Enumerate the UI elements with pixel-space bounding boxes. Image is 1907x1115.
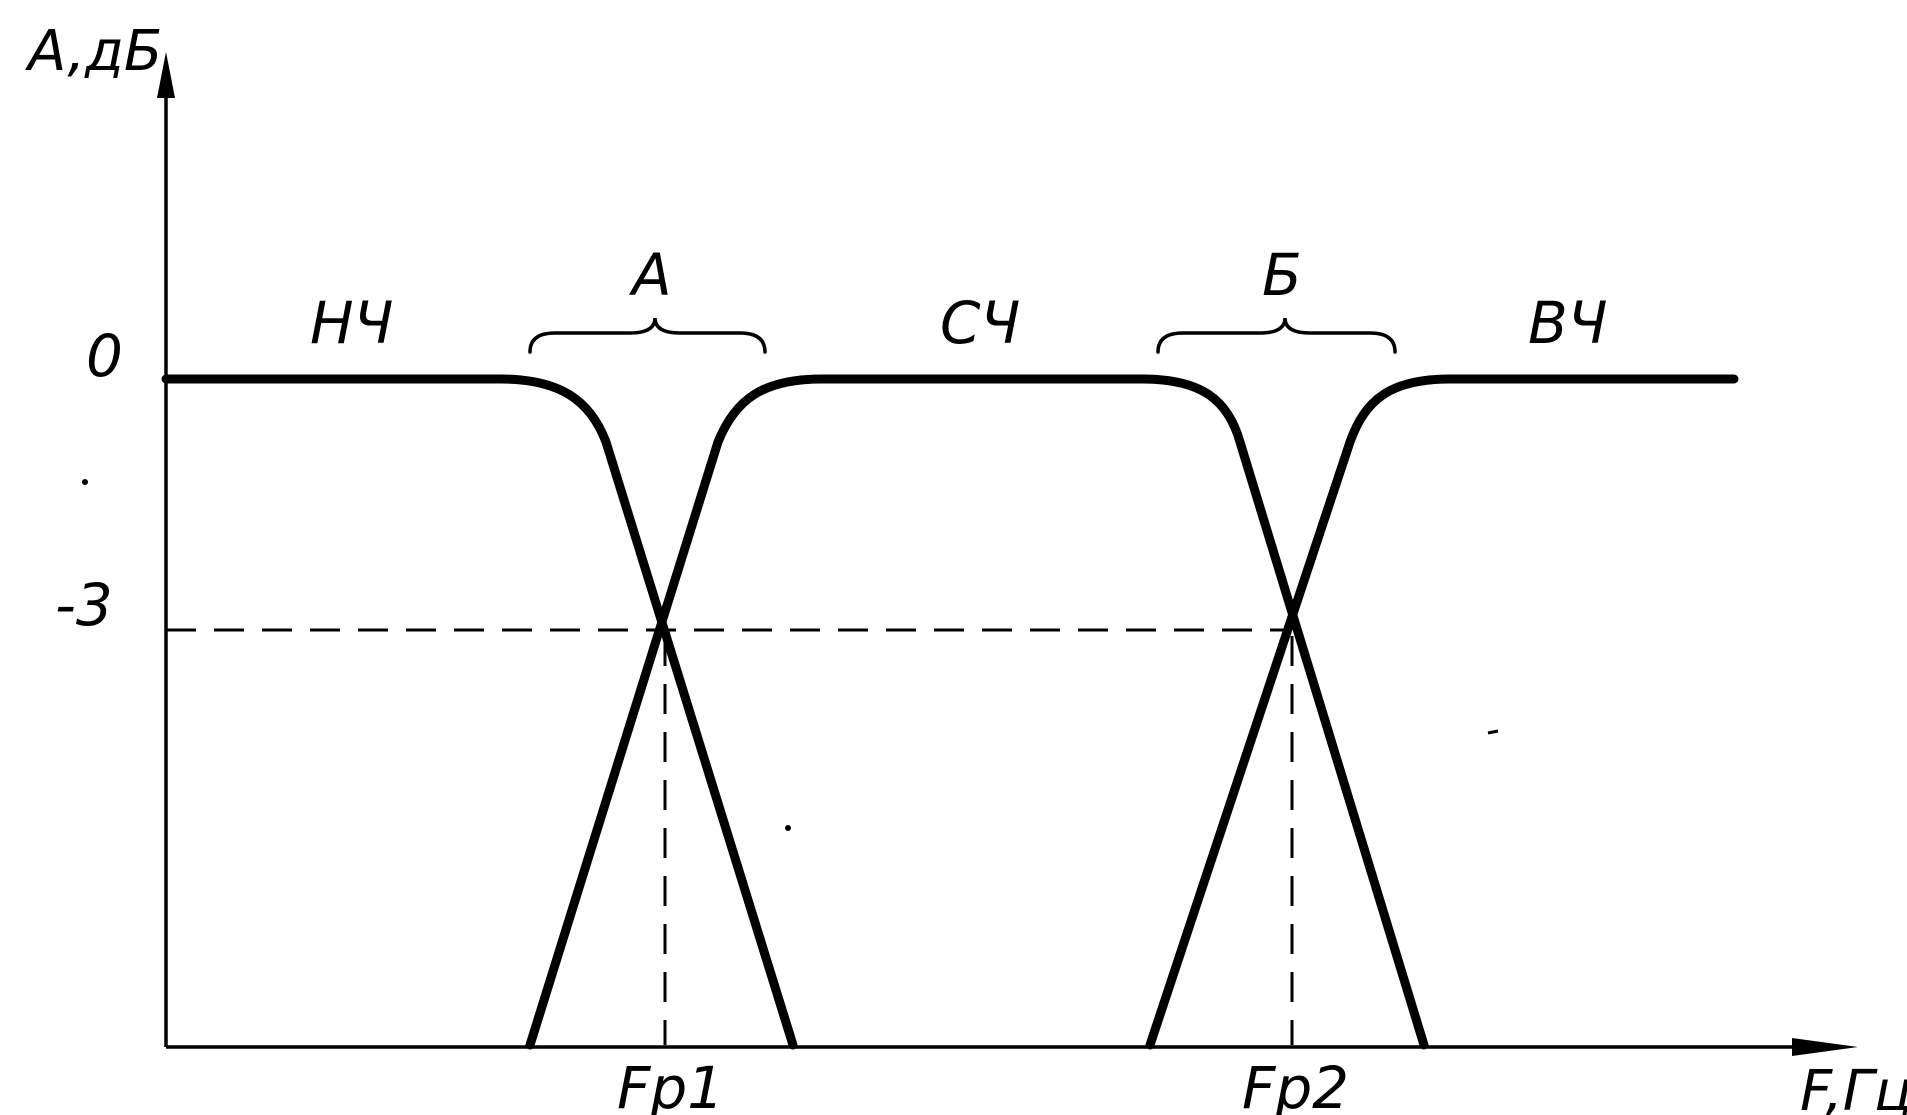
- transition-label-a: А: [628, 241, 672, 309]
- x-axis-arrow-icon: [1792, 1038, 1858, 1056]
- band-label-mid: СЧ: [940, 289, 1020, 357]
- crossover-label-2: Fр2: [1242, 1054, 1349, 1115]
- tick-label-zero: 0: [86, 322, 123, 390]
- transition-label-b: Б: [1262, 241, 1302, 309]
- band-label-high: ВЧ: [1528, 289, 1608, 357]
- bandpass-curve: [525, 374, 1429, 1050]
- speck-dot: [82, 479, 88, 485]
- tick-label-minus3: -3: [55, 571, 113, 639]
- y-axis-arrow-icon: [157, 52, 175, 98]
- brace-a: [528, 317, 767, 354]
- x-axis-label: F,Гц: [1800, 1059, 1907, 1115]
- brace-b: [1156, 317, 1397, 354]
- speck-dash: [1487, 729, 1499, 735]
- lowpass-curve: [161, 374, 798, 1050]
- speck-dot: [785, 825, 791, 831]
- highpass-curve: [1145, 374, 1739, 1050]
- crossover-label-1: Fр1: [617, 1054, 724, 1115]
- band-label-low: НЧ: [310, 289, 393, 357]
- y-axis-label: A,дБ: [25, 19, 162, 84]
